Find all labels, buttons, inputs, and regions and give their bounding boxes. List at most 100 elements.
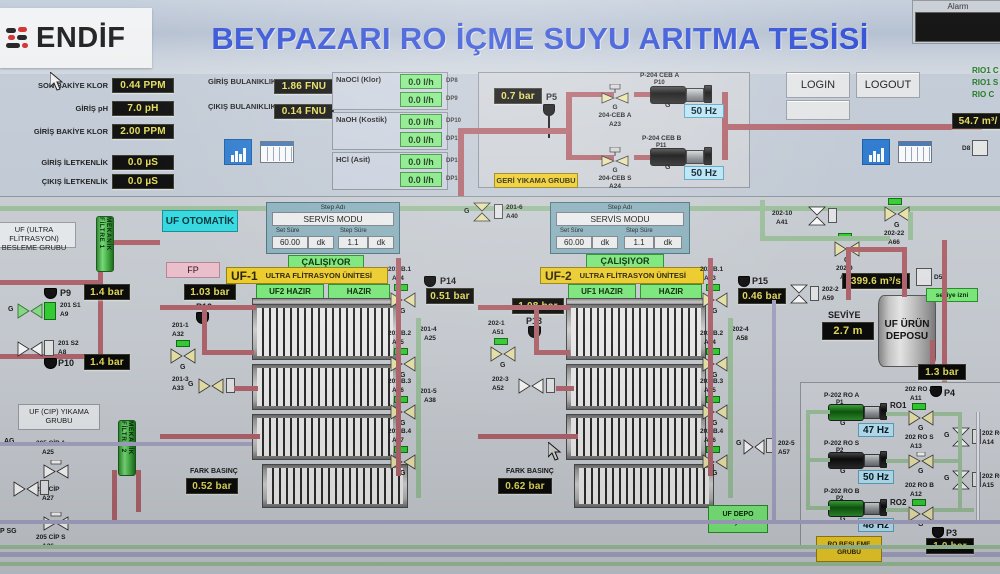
valve-201-s2-id: A8 xyxy=(58,349,67,356)
pipe-prod-right xyxy=(942,240,947,460)
ro-pump-1-motor[interactable] xyxy=(828,452,864,469)
uf1-out-valve-2[interactable] xyxy=(388,402,418,422)
valve-204-ceb-a[interactable] xyxy=(600,84,630,106)
pipe-ro-s-in xyxy=(806,458,830,462)
uf2-out-valve-0[interactable] xyxy=(700,290,730,310)
uf2-step-value[interactable]: 1.1 xyxy=(624,236,654,249)
pipe-bw-top xyxy=(458,128,570,134)
ro-right-valve-1-tag: 202 RO S2 xyxy=(982,473,1000,480)
analyzer-label-3: GİRİŞ İLETKENLİK xyxy=(41,158,108,167)
uf1-out-valve-1-g: G xyxy=(400,372,406,379)
uf2-out-valve-2[interactable] xyxy=(700,402,730,422)
uf2-out-valve-1[interactable] xyxy=(700,354,730,374)
ro-valve-1-g: G xyxy=(918,468,924,475)
valve-204-ceb-s[interactable] xyxy=(600,147,630,169)
uf1-inlet-valve-0[interactable] xyxy=(168,346,198,366)
ro-pump-0-motor[interactable] xyxy=(828,404,864,421)
pipe-prod-down xyxy=(930,340,935,380)
ro-feed-group-line2: GRUBU xyxy=(837,549,861,556)
p10-value: 1.4 bar xyxy=(84,354,130,370)
logout-button[interactable]: LOGOUT xyxy=(856,72,920,98)
ro-pump-2-motor[interactable] xyxy=(828,500,864,517)
uf1-side-valve-0-tag: 201-4 xyxy=(420,326,437,333)
dosing-group-2-name: HCl (Asit) xyxy=(336,155,371,164)
bw-pump-0-tag: P10 xyxy=(654,80,665,86)
trend-chart-icon-right[interactable] xyxy=(862,139,890,165)
uf1-out-valve-1[interactable] xyxy=(388,354,418,374)
uf1-side-valve-0-id: A25 xyxy=(424,335,436,342)
valve-201-6-id: A40 xyxy=(506,213,518,220)
ro-pump-0-g: G xyxy=(840,420,846,427)
uf-mode-badge[interactable]: UF OTOMATİK xyxy=(162,210,238,232)
uf2-out-valve-3-state xyxy=(706,446,720,453)
ro-line-2-label: RO2 xyxy=(890,498,907,507)
product-valve-1-g: G xyxy=(894,222,900,229)
alarm-label: Alarm xyxy=(947,2,969,11)
dosing-0-pump-0-tag: DP8 xyxy=(446,78,458,84)
dosing-group-0-name: NaOCl (Klor) xyxy=(336,75,381,84)
uf1-inlet-valve-1[interactable] xyxy=(196,376,226,396)
uf1-set-value[interactable]: 60.00 xyxy=(272,236,308,249)
uf2-dp-value: 0.62 bar xyxy=(498,478,552,494)
uf1-out-valve-0[interactable] xyxy=(388,290,418,310)
report-table-icon[interactable] xyxy=(260,141,294,163)
valve-201-s2[interactable] xyxy=(16,338,44,360)
pipe-ro-right-hdr xyxy=(958,412,962,512)
uf2-set-value[interactable]: 60.00 xyxy=(556,236,592,249)
ro-valve-0[interactable] xyxy=(906,409,936,427)
valve-201-s1[interactable] xyxy=(16,300,44,322)
ro-pump-0-speed: 47 Hz xyxy=(858,423,894,437)
pipe-prod-4 xyxy=(846,250,851,300)
ro-valve-2-g: G xyxy=(918,521,924,528)
valve-204-ceb-s-id: A24 xyxy=(609,183,621,190)
uf2-inlet-valve-0[interactable] xyxy=(488,344,518,364)
ro-valve-2[interactable] xyxy=(906,505,936,523)
uf2-side-valve-1[interactable] xyxy=(742,436,766,458)
login-button[interactable]: LOGIN xyxy=(786,72,850,98)
uf2-inlet-valve-1[interactable] xyxy=(516,376,546,396)
p10-tag: P10 xyxy=(58,358,75,368)
uf2-out-valve-3[interactable] xyxy=(700,452,730,472)
ro-p4-tag: P4 xyxy=(944,388,956,398)
product-flow-device: D5 xyxy=(934,274,943,281)
uf2-module-1 xyxy=(566,304,706,360)
product-valve-3[interactable] xyxy=(788,282,810,306)
turbidity-label-1: ÇIKIŞ BULANIKLIK xyxy=(208,102,276,111)
uf1-out-pressure-value: 0.51 bar xyxy=(426,288,474,304)
valve-205-cip-a[interactable] xyxy=(42,460,70,480)
report-table-icon-right[interactable] xyxy=(898,141,932,163)
uf2-id: UF-2 xyxy=(545,268,572,283)
bw-pump-1-motor[interactable] xyxy=(650,148,686,166)
backwash-pressure-value: 0.7 bar xyxy=(494,88,542,104)
uf-feed-group-text: UF (ULTRA FLİTRASYON) BESLEME GRUBU xyxy=(1,225,67,252)
pipe-ro-b-out xyxy=(886,508,908,512)
trend-chart-icon[interactable] xyxy=(224,139,252,165)
ro-valve-1[interactable] xyxy=(906,452,936,470)
alarm-list[interactable] xyxy=(915,12,1000,42)
user-field[interactable] xyxy=(786,100,850,120)
valve-201-s1-tag: 201 S1 xyxy=(60,302,81,309)
pipe-prod-3 xyxy=(908,212,913,240)
product-flow-meter-icon xyxy=(916,268,932,286)
bw-pump-0-motor[interactable] xyxy=(650,86,686,104)
dosing-1-pump-0-tag: DP10 xyxy=(446,118,462,124)
uf1-step-name: SERVİS MODU xyxy=(272,212,394,226)
uf1-out-valve-0-g: G xyxy=(400,308,406,315)
valve-201-6[interactable] xyxy=(470,200,494,224)
uf1-out-valve-3[interactable] xyxy=(388,452,418,472)
rio-line-0: RIO1 C xyxy=(972,66,999,75)
product-valve-1-id: A66 xyxy=(888,239,900,246)
uf1-step-value[interactable]: 1.1 xyxy=(338,236,368,249)
uf1-pipe-in2 xyxy=(234,386,258,391)
ro-p3-tag: P3 xyxy=(946,528,958,538)
product-valve-0[interactable] xyxy=(806,204,828,228)
pipe-feed-out xyxy=(98,240,160,245)
uf1-ready-right: HAZIR xyxy=(328,284,390,299)
uf2-inlet-valve-0-g: G xyxy=(500,362,506,369)
uf1-pipe-mid xyxy=(202,350,254,355)
bw-pump-1-speed: 50 Hz xyxy=(684,166,724,180)
valve-205-cip[interactable] xyxy=(12,478,40,500)
uf1-step-label: Step Süre xyxy=(340,228,367,234)
uf-feed-group-label: UF (ULTRA FLİTRASYON) BESLEME GRUBU xyxy=(0,222,76,252)
